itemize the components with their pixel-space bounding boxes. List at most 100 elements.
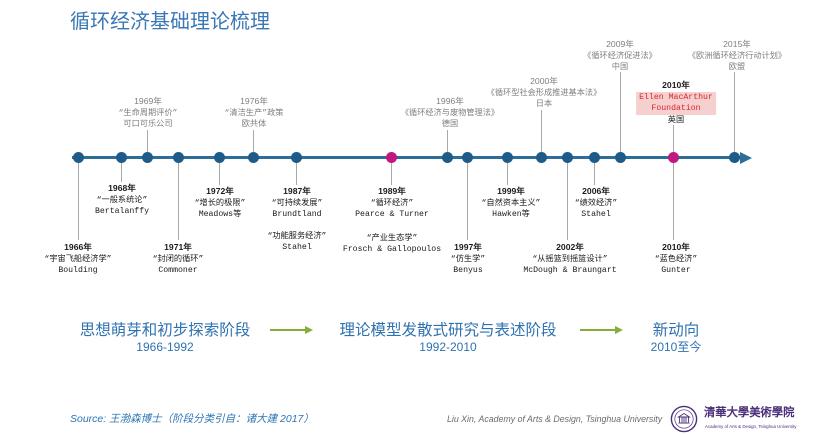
author-credit: Liu Xin, Academy of Arts & Design, Tsing… [447, 414, 663, 424]
event-actor: Hawken等 [492, 210, 530, 219]
event-item: “清洁生产”政策 [224, 108, 284, 118]
event-actor: Boulding [58, 266, 98, 275]
event-actor: 德国 [441, 120, 459, 129]
event-actor: 中国 [611, 63, 629, 72]
event-1969: 1969年 “生命周期评价” 可口可乐公司 [119, 96, 178, 131]
event-1996: 1996年 《循环经济与废物管理法》 德国 [401, 96, 499, 131]
connector-1971 [177, 162, 179, 240]
event-2000: 2000年 《循环型社会形成推进基本法》 日本 [487, 76, 602, 111]
connector-1976 [252, 130, 254, 152]
event-1987: 1987年 “可持续发展” Brundtland “功能服务经济” Stahel [268, 186, 327, 254]
phase-period: 1992-2010 [419, 340, 477, 354]
event-item-secondary: “功能服务经济” [267, 231, 327, 241]
connector-2010-lower [672, 162, 674, 240]
event-year: 2010年 [662, 242, 690, 252]
event-actor: Bertalanffy [94, 207, 150, 216]
event-item: “可持续发展” [271, 198, 323, 208]
event-item: “封闭的循环” [152, 254, 204, 264]
phase-name: 理论模型发散式研究与表述阶段 [339, 321, 557, 339]
connector-1999 [506, 162, 508, 185]
phase-arrow-1-shaft [270, 329, 306, 331]
phase-1: 思想萌芽和初步探索阶段 1966-1992 [80, 320, 251, 355]
event-item: “生命周期评价” [118, 108, 178, 118]
phase-period: 2010至今 [650, 340, 702, 354]
connector-2002 [566, 162, 568, 240]
connector-1968 [120, 162, 122, 182]
connector-1972 [218, 162, 220, 185]
timeline-dot-1996 [441, 152, 453, 163]
connector-2009 [619, 72, 621, 152]
event-actor: 英国 [667, 115, 685, 125]
event-2006: 2006年 “绩效经济” Stahel [575, 186, 618, 221]
event-1966: 1966年 “宇宙飞船经济学” Boulding [44, 242, 111, 277]
connector-2015 [733, 72, 735, 152]
event-1972: 1972年 “增长的极限” Meadows等 [195, 186, 246, 221]
timeline-dot-1999 [501, 152, 513, 163]
event-2010-upper: 2010年 Ellen MacArthur Foundation 英国 [636, 80, 716, 126]
university-seal-icon [670, 405, 698, 433]
timeline-dot-1966 [72, 152, 84, 163]
connector-1969 [146, 130, 148, 152]
connector-2010-upper [672, 125, 674, 152]
timeline-dot-1969 [141, 152, 153, 163]
timeline-dot-2002 [561, 152, 573, 163]
timeline-arrow-head [740, 151, 752, 164]
event-year: 1966年 [64, 242, 92, 252]
event-actor: Meadows等 [198, 210, 242, 219]
event-1968: 1968年 “一般系统论” Bertalanffy [95, 183, 149, 218]
event-year: 1976年 [240, 96, 268, 106]
timeline-dot-1997 [461, 152, 473, 163]
event-item: “仿生学” [450, 254, 486, 264]
timeline-dot-2006 [588, 152, 600, 163]
event-item: “自然资本主义” [481, 198, 541, 208]
event-spacer [343, 221, 441, 233]
timeline-dot-2010-highlight [667, 152, 679, 163]
event-actor: Benyus [453, 266, 483, 275]
event-year: 1997年 [454, 242, 482, 252]
event-year: 2002年 [556, 242, 584, 252]
event-year: 1971年 [164, 242, 192, 252]
event-actor-secondary: Stahel [282, 243, 312, 252]
logo-wordmark-cn: 清華大學美術學院 [704, 405, 795, 419]
event-item: “绩效经济” [574, 198, 618, 208]
timeline-dot-1989-highlight [385, 152, 397, 163]
source-label: Source: [70, 413, 107, 425]
phase-arrow-2-head [615, 326, 623, 334]
event-item-line2: Foundation [651, 104, 701, 113]
phase-name: 思想萌芽和初步探索阶段 [79, 321, 251, 339]
source-note: Source: 王渤森博士（阶段分类引自：诸大建 2017） [70, 412, 314, 426]
event-1989: 1989年 “循环经济” Pearce & Turner “产业生态学” Fro… [343, 186, 441, 256]
connector-1989 [390, 162, 392, 185]
event-item: Ellen MacArthur [639, 92, 713, 102]
event-item: 《循环经济与废物管理法》 [400, 108, 500, 118]
event-2010-lower: 2010年 “蓝色经济” Gunter [655, 242, 698, 277]
event-item: 《循环型社会形成推进基本法》 [486, 88, 602, 98]
event-item: “从摇篮到摇篮设计” [532, 254, 608, 264]
timeline-dot-2000 [535, 152, 547, 163]
event-actor: Gunter [661, 266, 691, 275]
event-item: 《欧洲循环经济行动计划》 [687, 51, 787, 61]
event-actor: 欧盟 [728, 63, 746, 72]
event-year: 2015年 [723, 39, 751, 49]
timeline-dot-2009 [614, 152, 626, 163]
timeline-dot-1968 [115, 152, 127, 163]
event-actor: Pearce & Turner [355, 210, 429, 219]
page-title: 循环经济基础理论梳理 [70, 9, 270, 33]
event-year: 1996年 [436, 96, 464, 106]
event-actor: McDough & Braungart [523, 266, 617, 275]
event-year: 1969年 [134, 96, 162, 106]
event-actor: Commoner [158, 266, 198, 275]
event-1997: 1997年 “仿生学” Benyus [451, 242, 485, 277]
event-item-secondary: “产业生态学” [366, 233, 418, 243]
event-year: 1968年 [108, 183, 136, 193]
event-year: 1999年 [497, 186, 525, 196]
event-year: 1987年 [283, 186, 311, 196]
event-item: 《循环经济促进法》 [583, 51, 657, 61]
connector-2000 [540, 110, 542, 152]
timeline-dot-2015 [728, 152, 740, 163]
connector-1996 [446, 130, 448, 152]
event-2015: 2015年 《欧洲循环经济行动计划》 欧盟 [688, 39, 786, 74]
event-item: “循环经济” [370, 198, 414, 208]
event-1976: 1976年 “清洁生产”政策 欧共体 [225, 96, 284, 131]
